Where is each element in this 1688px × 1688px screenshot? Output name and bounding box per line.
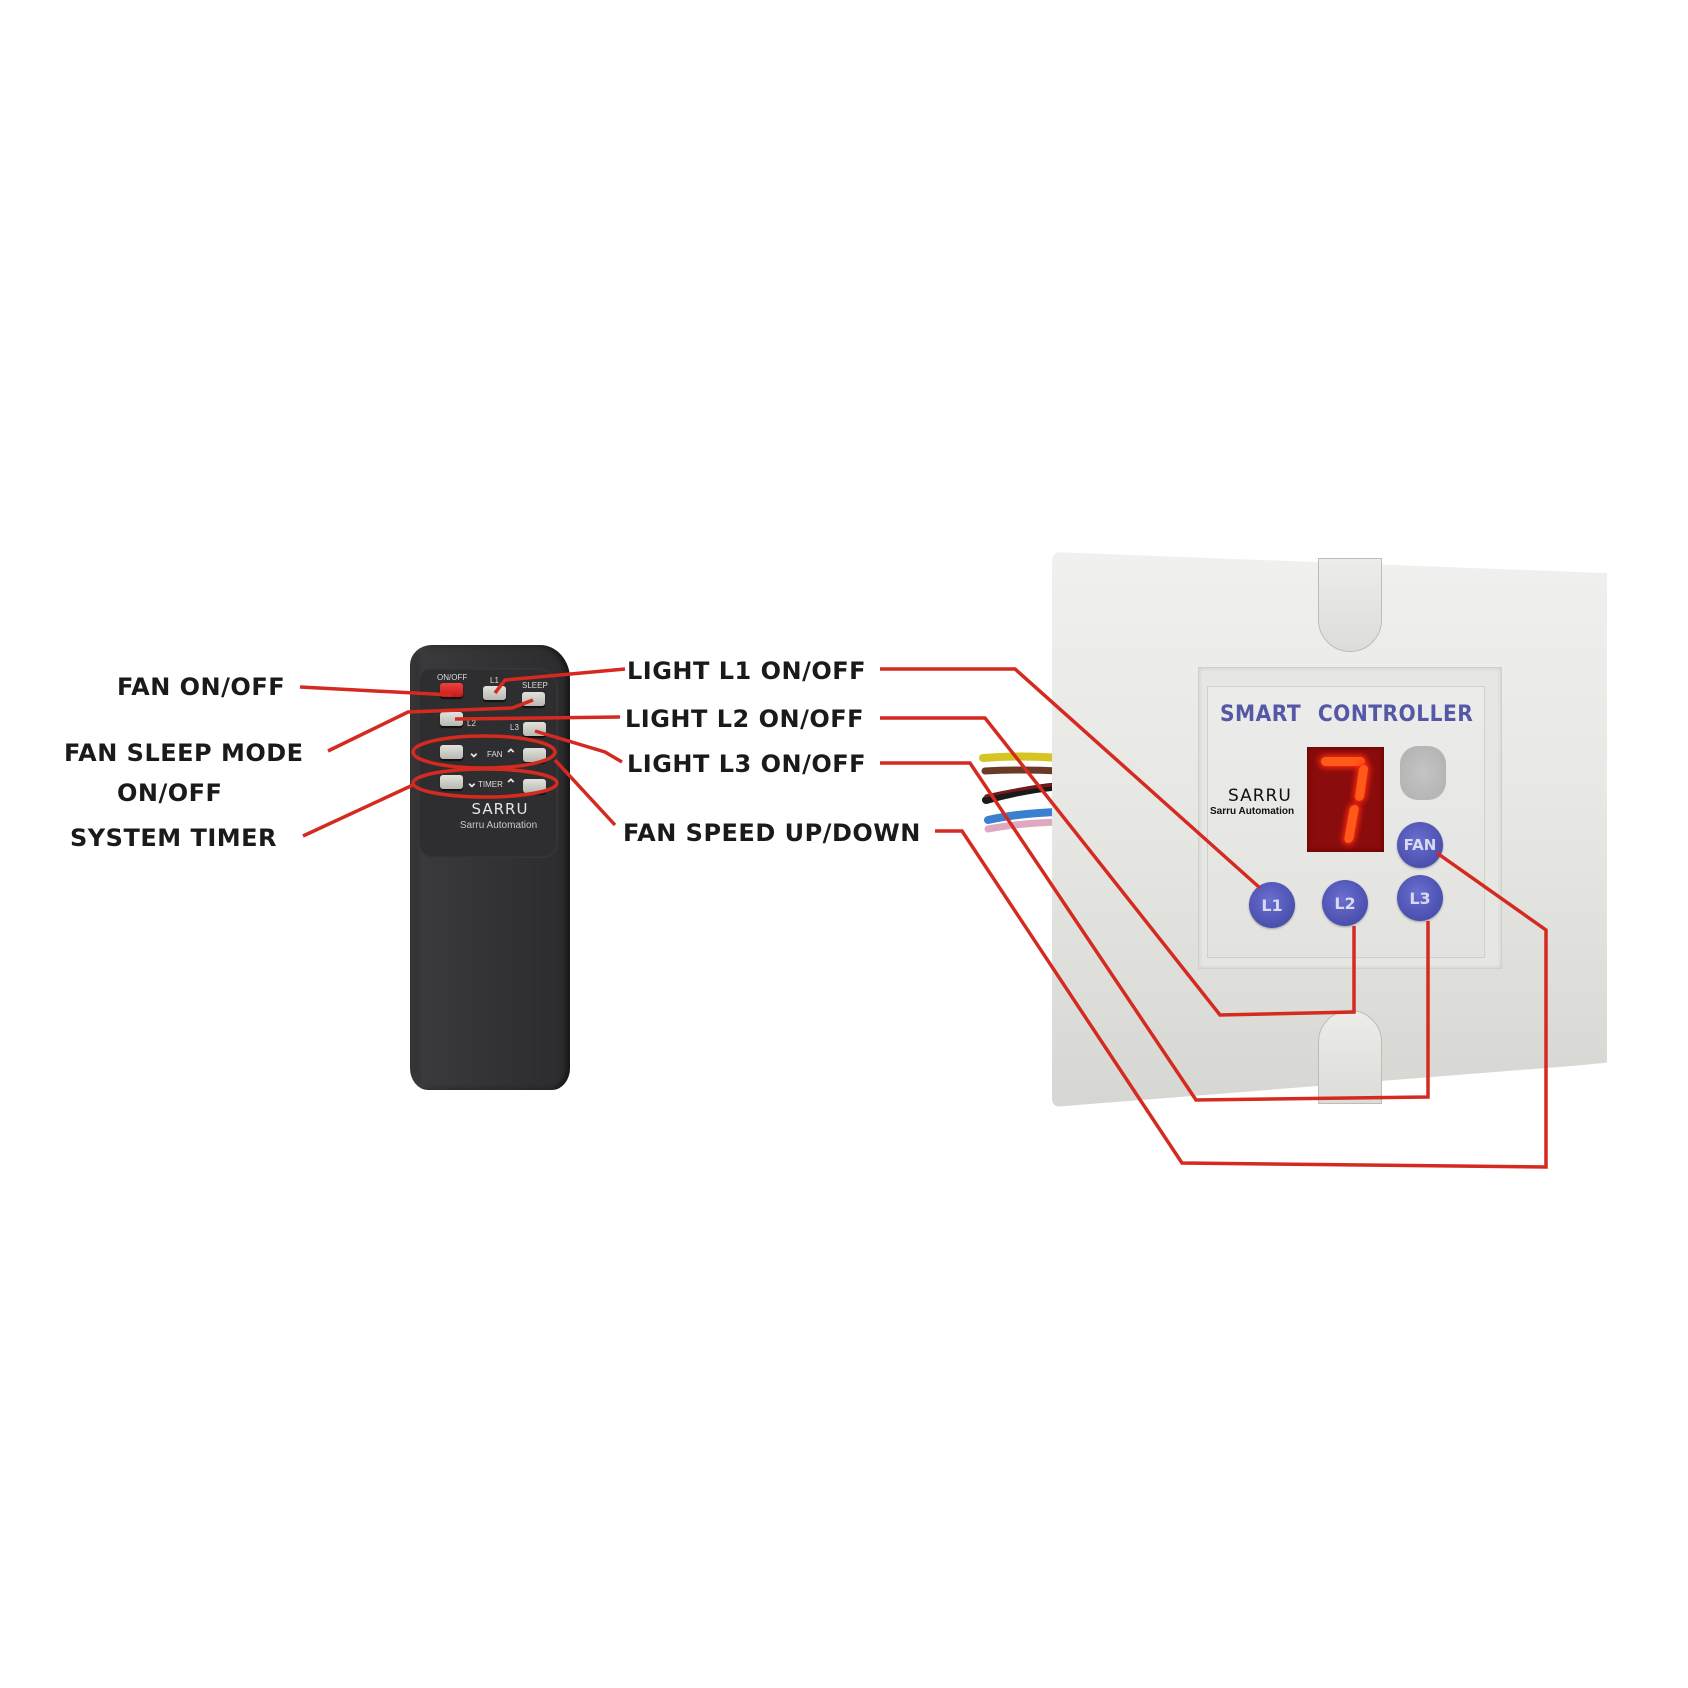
controller-l1-button[interactable]: L1 (1249, 882, 1295, 928)
controller-l3-button[interactable]: L3 (1397, 875, 1443, 921)
seven-segment-display: 7 (1307, 747, 1384, 852)
remote-l2-label: L2 (467, 719, 476, 728)
top-notch (1318, 558, 1382, 652)
controller-brand-name: Sarru Automation (1210, 806, 1295, 817)
controller-fan-button[interactable]: FAN (1397, 822, 1443, 868)
callout-fan-speed: FAN SPEED UP/DOWN (623, 819, 921, 847)
remote-sleep-label: SLEEP (522, 681, 548, 690)
remote-timer-label: TIMER (478, 780, 503, 789)
callout-light-l1: LIGHT L1 ON/OFF (627, 657, 867, 685)
segment-b (1354, 765, 1369, 801)
remote-brand-name: Sarru Automation (459, 820, 538, 831)
segment-a (1321, 757, 1365, 766)
bottom-notch (1318, 1010, 1382, 1104)
chevron-up-icon: ⌃ (505, 776, 517, 792)
callout-light-l2: LIGHT L2 ON/OFF (625, 705, 865, 733)
remote-fan-down-button[interactable] (440, 745, 463, 759)
remote-l2-button[interactable] (440, 712, 463, 726)
remote-l3-button[interactable] (523, 722, 546, 736)
remote-l1-label: L1 (490, 676, 499, 685)
remote-timer-down-button[interactable] (440, 775, 463, 789)
remote-on-off-button[interactable] (440, 683, 463, 697)
panel-title: SMART CONTROLLER (1220, 702, 1474, 727)
controller-l2-button[interactable]: L2 (1322, 880, 1368, 926)
chevron-down-icon: ⌄ (468, 744, 480, 760)
callout-light-l3: LIGHT L3 ON/OFF (627, 750, 867, 778)
leader-system-timer (302, 783, 414, 838)
callout-system-timer: SYSTEM TIMER (70, 824, 278, 852)
remote-on-off-label: ON/OFF (437, 673, 468, 682)
ir-sensor-window (1400, 746, 1446, 800)
segment-c (1343, 805, 1360, 843)
remote-l3-label: L3 (510, 723, 519, 732)
callout-fan-sleep-mode-line2: ON/OFF (117, 779, 223, 807)
remote-sleep-button[interactable] (522, 692, 545, 706)
callout-fan-on-off: FAN ON/OFF (117, 673, 286, 701)
remote-fan-label: FAN (487, 750, 503, 759)
remote-brand-logo: SARRU (471, 800, 529, 818)
chevron-up-icon: ⌃ (505, 746, 517, 762)
controller-brand-logo: SARRU (1228, 786, 1292, 806)
remote-l1-button[interactable] (483, 686, 506, 700)
remote-fan-up-button[interactable] (523, 748, 546, 762)
callout-fan-sleep-mode: FAN SLEEP MODE (64, 739, 304, 767)
chevron-down-icon: ⌄ (466, 774, 478, 790)
remote-timer-up-button[interactable] (523, 779, 546, 793)
